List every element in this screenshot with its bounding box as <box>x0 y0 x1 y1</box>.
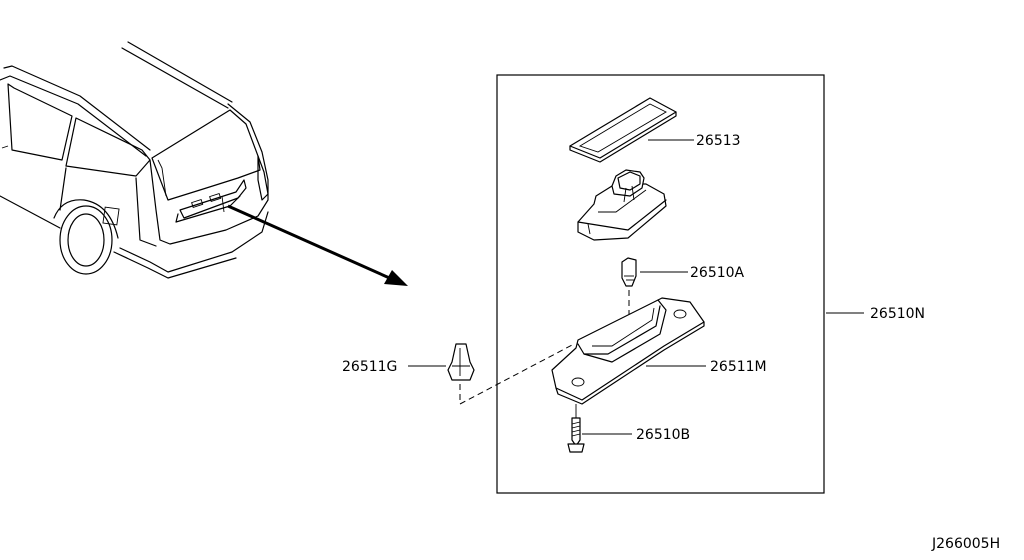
grommet-part <box>447 343 475 381</box>
diagram-id: J266005H <box>931 536 1000 552</box>
label-26511g: 26511G <box>342 359 397 375</box>
screw-part <box>567 404 585 453</box>
bulb-part <box>621 257 637 287</box>
grommet-guide-line <box>459 343 575 405</box>
label-26511m: 26511M <box>710 359 767 375</box>
lamp-lens-part <box>577 169 667 241</box>
vehicle-rear-illustration <box>0 41 269 279</box>
label-26510b: 26510B <box>636 427 690 443</box>
assembly-detail-box <box>496 74 825 494</box>
location-arrow <box>227 204 408 286</box>
lens-gasket-part <box>569 97 677 163</box>
housing-part <box>551 297 705 405</box>
label-26513: 26513 <box>696 133 741 149</box>
label-26510a: 26510A <box>690 265 745 281</box>
label-26510n: 26510N <box>870 306 925 322</box>
leader-lines <box>408 139 864 435</box>
